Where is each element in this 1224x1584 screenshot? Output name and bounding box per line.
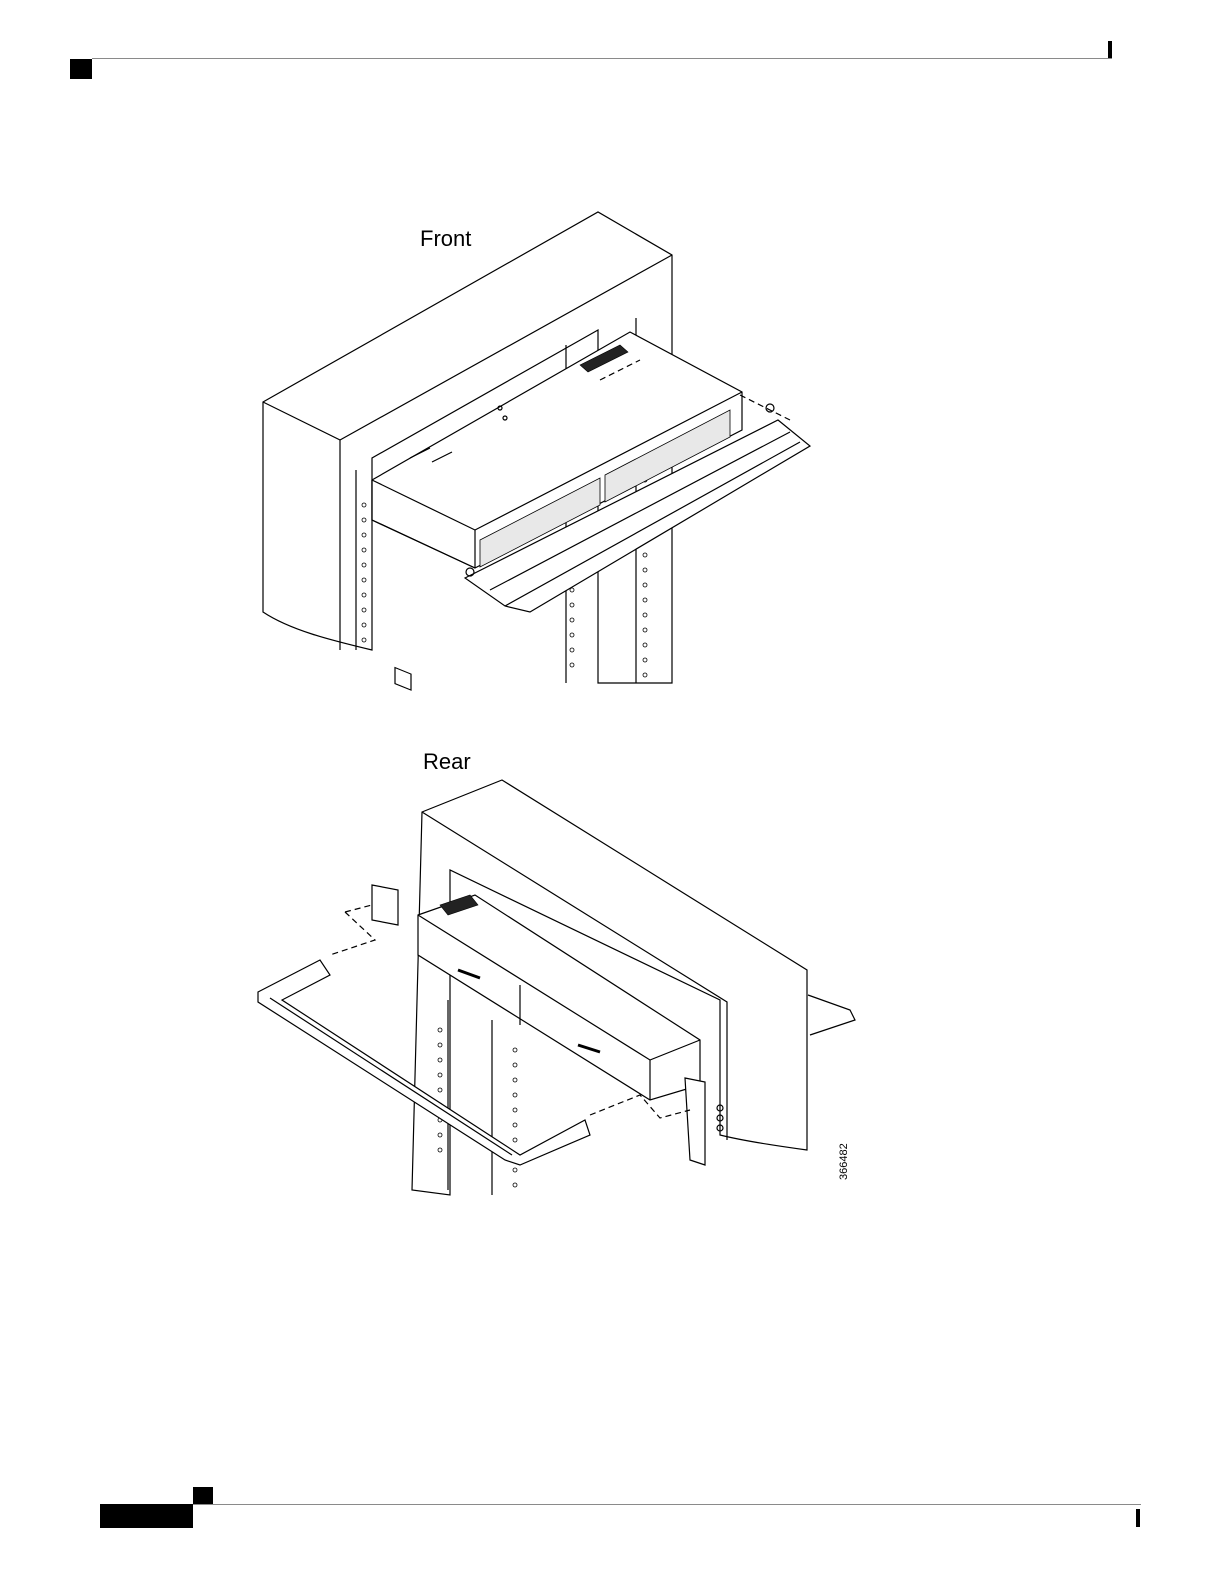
footer-rule xyxy=(193,1504,1141,1505)
front-label: Front xyxy=(420,226,471,252)
footer-tab xyxy=(100,1504,193,1528)
footer-square xyxy=(193,1487,213,1504)
figure-id: 366482 xyxy=(838,1143,850,1180)
rear-label: Rear xyxy=(423,749,471,775)
footer-tick xyxy=(1136,1509,1140,1527)
